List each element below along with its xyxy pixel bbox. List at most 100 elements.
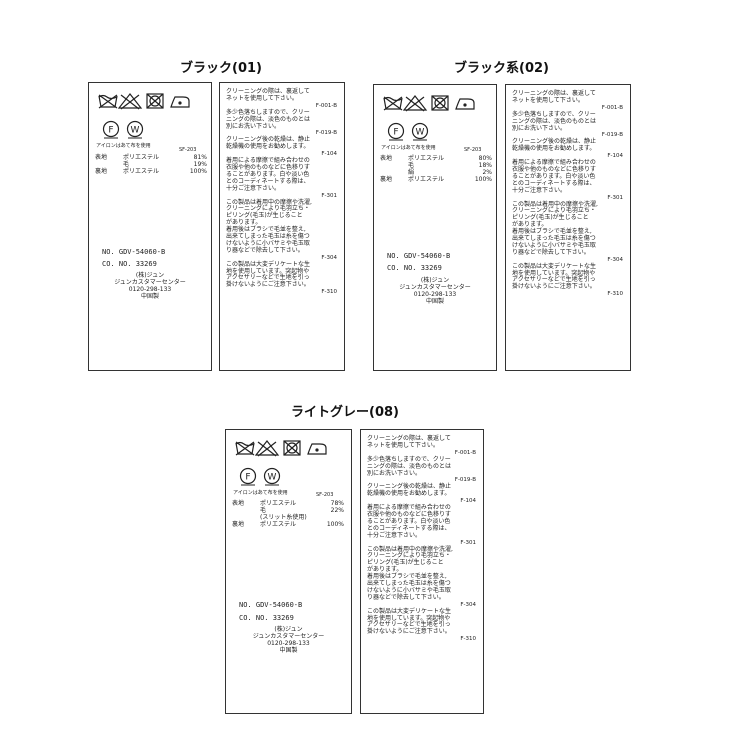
country-of-origin: 中国製 bbox=[279, 647, 298, 654]
care-note-code: F-001-B bbox=[315, 102, 337, 109]
co-number: CO. NO. 33269 bbox=[102, 260, 157, 268]
care-notes: クリーニングの際は、裏返して ネットを使用して下さい。 F-001-B 多少色落… bbox=[226, 88, 339, 296]
variant-title-black01: ブラック(01) bbox=[180, 61, 262, 76]
care-note-code: F-001-B bbox=[454, 449, 476, 456]
care-symbol-row bbox=[234, 438, 344, 458]
care-note: 多少色落ちしますので、クリー ニングの際は、淡色のものとは 別にお洗い下さい。 bbox=[512, 110, 597, 132]
care-note-code: F-019-B bbox=[315, 130, 337, 137]
care-note: 多少色落ちしますので、クリー ニングの際は、淡色のものとは 別にお洗い下さい。 bbox=[367, 455, 452, 477]
care-note-code: F-019-B bbox=[601, 132, 623, 139]
svg-text:F: F bbox=[245, 473, 250, 483]
care-notes: クリーニングの際は、裏返して ネットを使用して下さい。 F-001-B 多少色落… bbox=[367, 435, 478, 643]
no-bleach-icon bbox=[402, 95, 428, 112]
svg-text:F: F bbox=[393, 128, 398, 138]
variant-title-lightgray08: ライトグレー(08) bbox=[291, 405, 399, 420]
care-note: この製品は着用中の摩擦や洗濯, クリーニングにより毛羽立ち・ ピリング(毛玉)が… bbox=[226, 198, 312, 254]
care-note-code: F-301 bbox=[321, 192, 337, 199]
iron-low-icon bbox=[307, 443, 327, 455]
care-note-code: F-001-B bbox=[601, 104, 623, 111]
svg-text:W: W bbox=[131, 126, 140, 136]
care-note: クリーニング後の乾燥は、静止 乾燥機の使用をお勧めします。 bbox=[226, 136, 311, 151]
care-notes-label-black01: クリーニングの際は、裏返して ネットを使用して下さい。 F-001-B 多少色落… bbox=[219, 82, 345, 371]
care-note: この製品は大変デリケートな生 地を使用しています。突起物や アクセサリーなどで生… bbox=[367, 607, 452, 636]
customer-center: ジュンカスタマーセンター bbox=[252, 633, 325, 640]
care-note-code: F-304 bbox=[321, 254, 337, 261]
product-number: NO. GDV-54060-B bbox=[387, 252, 451, 260]
wet-clean-w-icon: W bbox=[126, 120, 144, 139]
dry-clean-f-icon: F bbox=[239, 467, 257, 486]
company-name: (株)ジュン bbox=[135, 272, 165, 279]
no-wash-icon bbox=[98, 94, 118, 109]
care-note: クリーニングの際は、裏返して ネットを使用して下さい。 bbox=[512, 90, 596, 104]
care-note: 多少色落ちしますので、クリー ニングの際は、淡色のものとは 別にお洗い下さい。 bbox=[226, 108, 311, 130]
iron-low-icon bbox=[170, 96, 190, 108]
care-note: この製品は大変デリケートな生 地を使用しています。突起物や アクセサリーなどで生… bbox=[512, 262, 597, 291]
care-note: クリーニングの際は、裏返して ネットを使用して下さい。 bbox=[367, 435, 451, 449]
care-note-code: F-304 bbox=[607, 256, 623, 263]
company-name: (株)ジュン bbox=[420, 277, 450, 284]
sf-code: SF-203 bbox=[316, 492, 334, 498]
no-bleach-icon bbox=[117, 93, 143, 110]
company-info: (株)ジュン ジュンカスタマーセンター 0120-298-133 中国製 bbox=[226, 626, 351, 654]
care-notes: クリーニングの際は、裏返して ネットを使用して下さい。 F-001-B 多少色落… bbox=[512, 90, 625, 298]
svg-text:F: F bbox=[108, 126, 113, 136]
care-note-code: F-301 bbox=[607, 194, 623, 201]
company-info: (株)ジュン ジュンカスタマーセンター 0120-298-133 中国製 bbox=[374, 277, 496, 305]
fiber-row: (スリット糸使用) bbox=[260, 514, 307, 521]
no-wash-icon bbox=[383, 96, 403, 111]
product-number: NO. GDV-54060-B bbox=[239, 601, 303, 609]
phone-number: 0120-298-133 bbox=[128, 286, 172, 293]
care-note-code: F-301 bbox=[460, 539, 476, 546]
co-number: CO. NO. 33269 bbox=[239, 614, 294, 622]
wet-clean-w-icon: W bbox=[263, 467, 281, 486]
co-number: CO. NO. 33269 bbox=[387, 264, 442, 272]
care-note-code: F-310 bbox=[321, 289, 337, 296]
care-note-code: F-104 bbox=[460, 498, 476, 505]
iron-note: アイロンはあて布を使用 bbox=[381, 145, 436, 151]
care-note: この製品は着用中の摩擦や洗濯, クリーニングにより毛羽立ち・ ピリング(毛玉)が… bbox=[512, 200, 598, 256]
variant-title-black02: ブラック系(02) bbox=[454, 61, 549, 76]
customer-center: ジュンカスタマーセンター bbox=[399, 284, 471, 291]
dry-clean-f-icon: F bbox=[102, 120, 120, 139]
care-note: この製品は大変デリケートな生 地を使用しています。突起物や アクセサリーなどで生… bbox=[226, 260, 311, 289]
no-tumble-dry-icon bbox=[283, 440, 301, 456]
care-note-code: F-310 bbox=[460, 636, 476, 643]
company-name: (株)ジュン bbox=[274, 626, 303, 633]
wet-clean-w-icon: W bbox=[411, 122, 429, 141]
care-symbol-row bbox=[97, 91, 207, 111]
dry-clean-f-icon: F bbox=[387, 122, 405, 141]
company-info: (株)ジュン ジュンカスタマーセンター 0120-298-133 中国製 bbox=[89, 272, 211, 300]
care-note-code: F-019-B bbox=[454, 477, 476, 484]
professional-care-row: F W bbox=[238, 466, 298, 486]
sf-code: SF-203 bbox=[464, 147, 482, 153]
product-number: NO. GDV-54060-B bbox=[102, 248, 166, 256]
care-note: クリーニング後の乾燥は、静止 乾燥機の使用をお勧めします。 bbox=[367, 483, 452, 498]
care-note: 着用による摩擦で組み合わせの 衣服や他のものなどに色移りす ることがあります。白… bbox=[512, 159, 597, 194]
care-notes-label-black02: クリーニングの際は、裏返して ネットを使用して下さい。 F-001-B 多少色落… bbox=[505, 84, 631, 371]
phone-number: 0120-298-133 bbox=[413, 291, 457, 298]
iron-low-icon bbox=[455, 98, 475, 110]
care-notes-label-lightgray08: クリーニングの際は、裏返して ネットを使用して下さい。 F-001-B 多少色落… bbox=[360, 429, 484, 714]
no-wash-icon bbox=[235, 441, 255, 456]
phone-number: 0120-298-133 bbox=[267, 640, 310, 647]
no-tumble-dry-icon bbox=[146, 93, 164, 109]
care-note: クリーニング後の乾燥は、静止 乾燥機の使用をお勧めします。 bbox=[512, 138, 597, 153]
care-note-code: F-104 bbox=[321, 151, 337, 158]
country-of-origin: 中国製 bbox=[425, 298, 444, 305]
iron-note: アイロンはあて布を使用 bbox=[233, 490, 288, 496]
professional-care-row: F W bbox=[386, 121, 446, 141]
care-note: 着用による摩擦で組み合わせの 衣服や他のものなどに色移りす ることがあります。白… bbox=[226, 157, 311, 192]
